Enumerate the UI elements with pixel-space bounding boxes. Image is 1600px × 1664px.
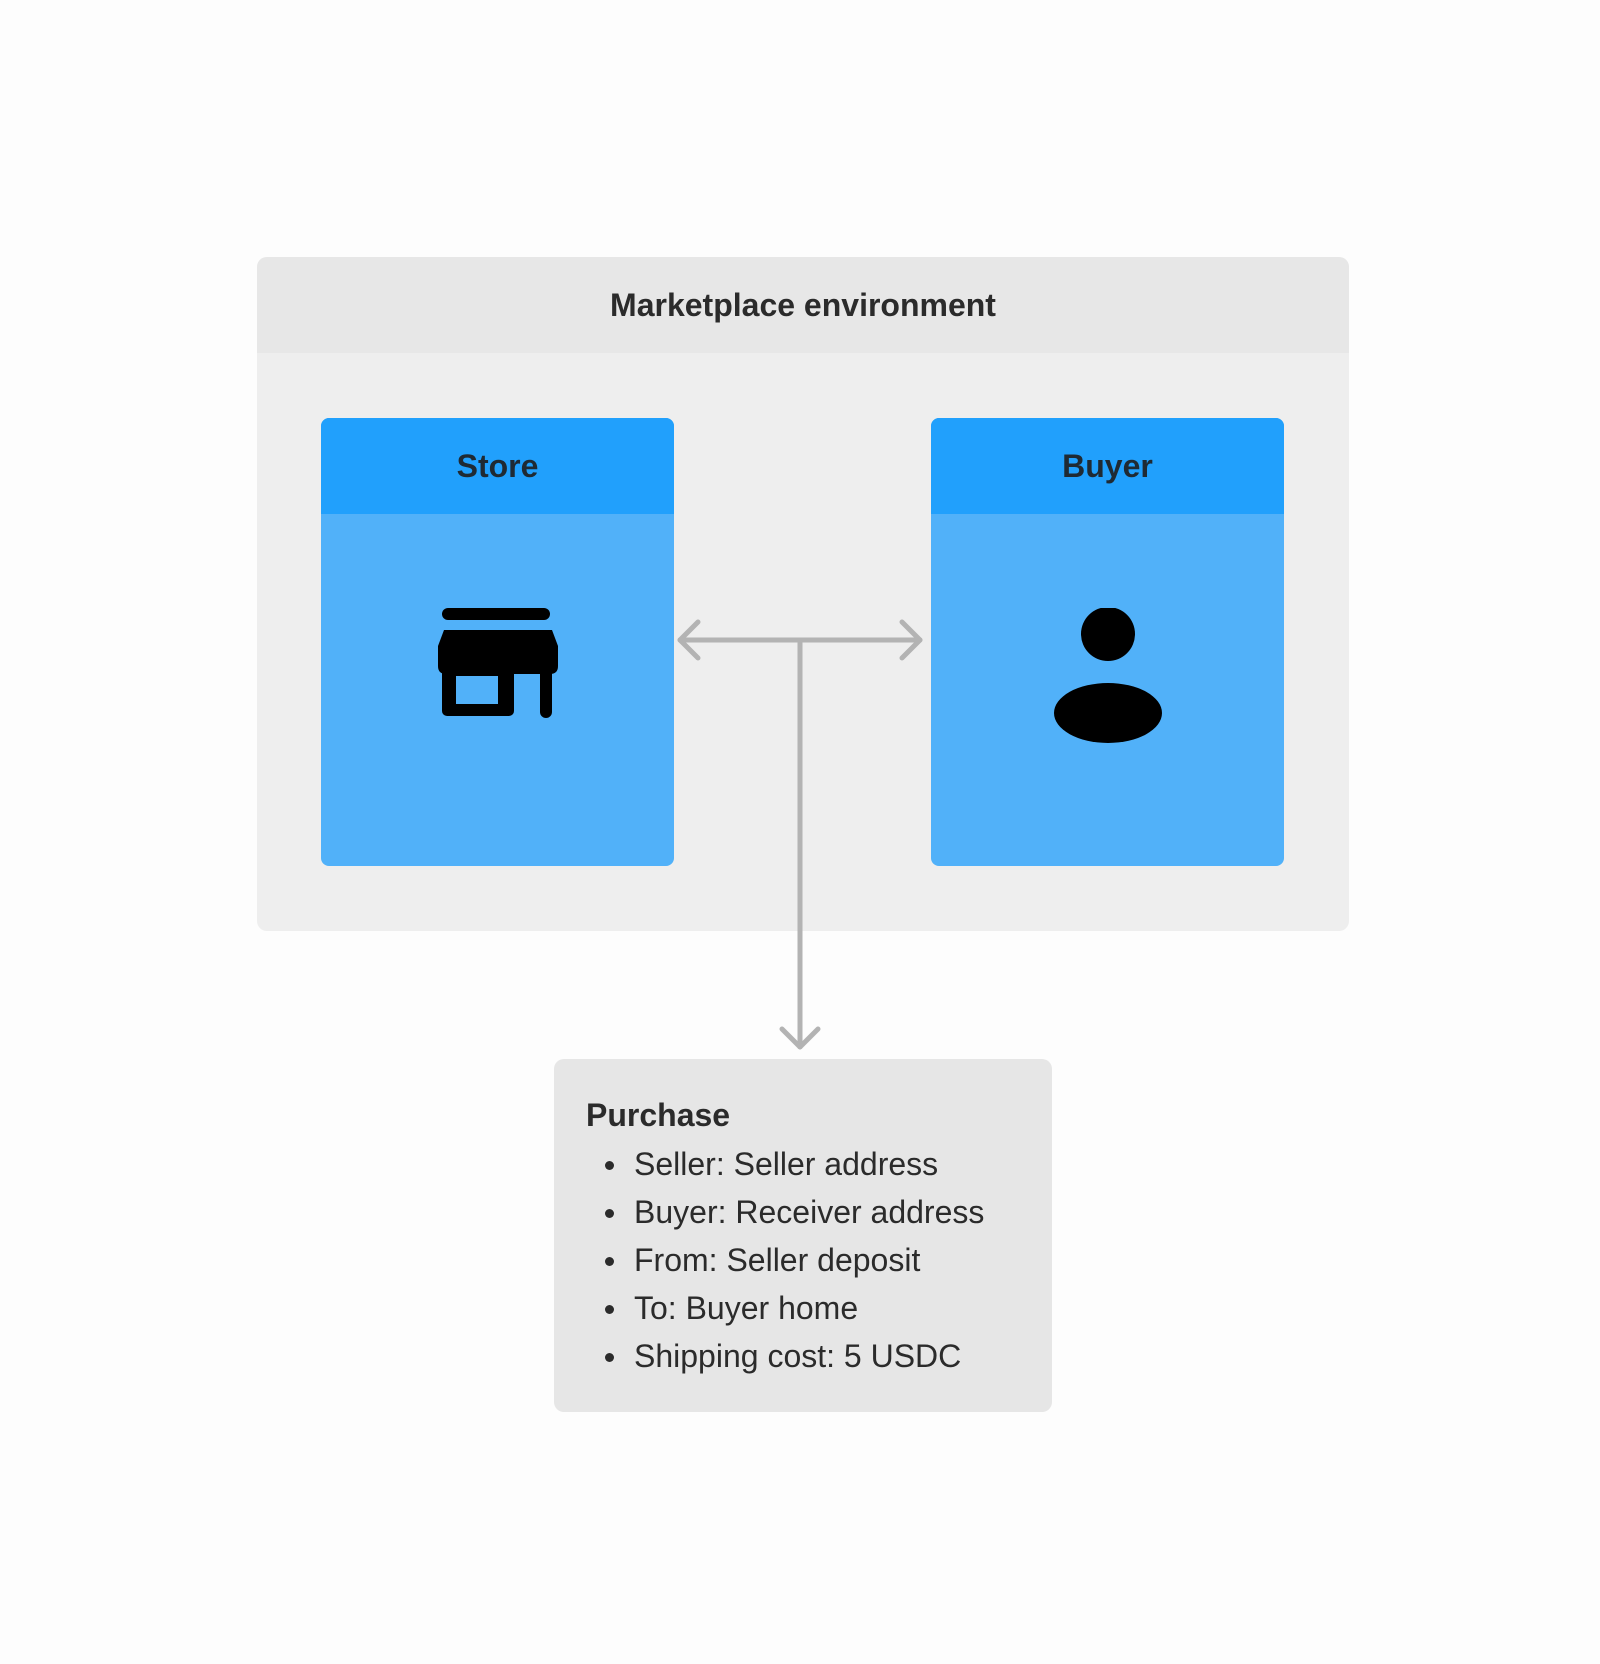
person-icon: [1053, 608, 1162, 743]
purchase-details-list: Seller: Seller address Buyer: Receiver a…: [586, 1140, 1052, 1380]
store-card: Store: [321, 418, 674, 866]
store-icon: [437, 608, 558, 718]
store-icon-wrapper: [321, 608, 674, 720]
purchase-detail-buyer: Buyer: Receiver address: [586, 1188, 1052, 1236]
buyer-title: Buyer: [1062, 447, 1153, 484]
store-title: Store: [456, 447, 539, 484]
purchase-detail-seller: Seller: Seller address: [586, 1140, 1052, 1188]
purchase-box: Purchase Seller: Seller address Buyer: R…: [554, 1059, 1052, 1412]
purchase-detail-from: From: Seller deposit: [586, 1236, 1052, 1284]
buyer-card-header: Buyer: [931, 418, 1284, 514]
marketplace-environment-title: Marketplace environment: [610, 286, 996, 323]
buyer-card: Buyer: [931, 418, 1284, 866]
purchase-detail-shipping-cost: Shipping cost: 5 USDC: [586, 1332, 1052, 1380]
marketplace-environment-header: Marketplace environment: [257, 257, 1349, 353]
person-icon-wrapper: [931, 608, 1284, 743]
purchase-title: Purchase: [586, 1097, 731, 1133]
purchase-arrowhead: [779, 1026, 821, 1050]
purchase-detail-to: To: Buyer home: [586, 1284, 1052, 1332]
store-card-header: Store: [321, 418, 674, 514]
